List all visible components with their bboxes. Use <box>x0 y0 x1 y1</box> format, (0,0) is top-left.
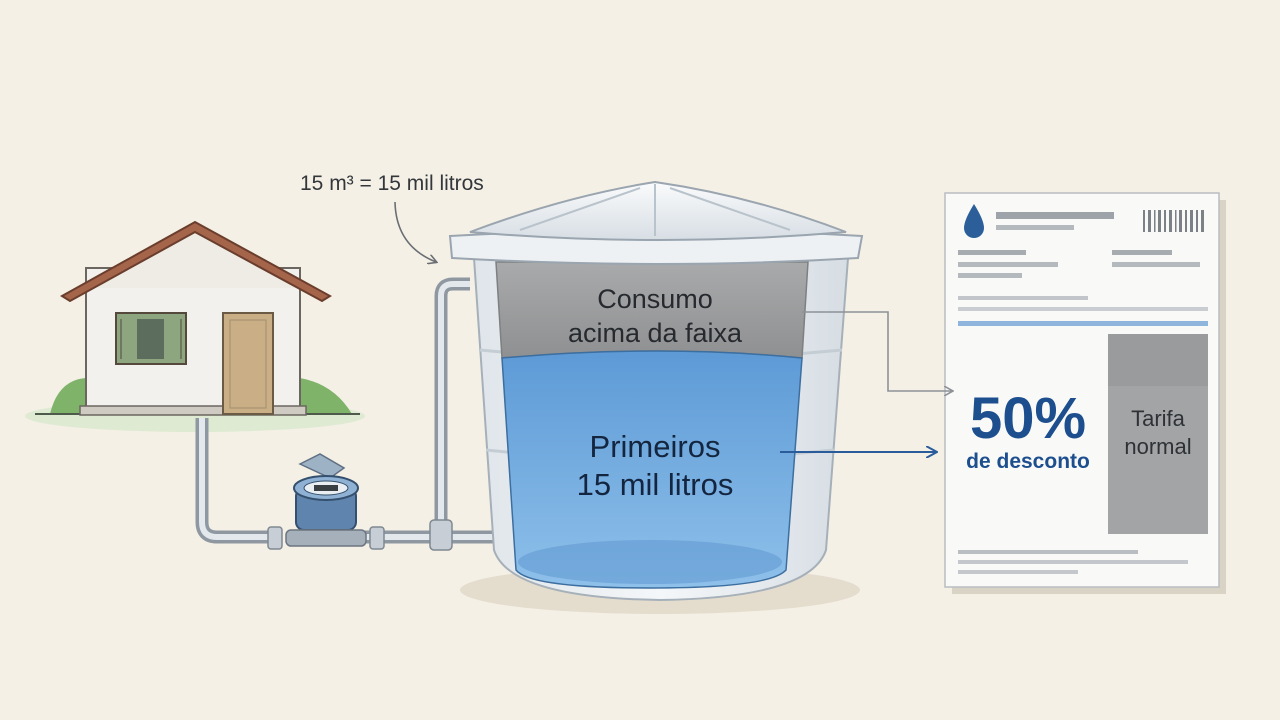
excess-zone-label: Consumo acima da faixa <box>500 282 810 350</box>
bush-right <box>300 378 352 414</box>
pipe-fitting <box>369 526 385 550</box>
barcode-icon <box>1143 210 1204 232</box>
normal-rate-line1: Tarifa <box>1131 406 1185 431</box>
water-zone-line2: 15 mil litros <box>576 467 734 502</box>
normal-rate-label: Tarifa normal <box>1108 405 1208 461</box>
water-zone-label: Primeiros 15 mil litros <box>500 428 810 504</box>
callout-arrow <box>394 201 436 262</box>
house-base <box>79 405 307 416</box>
excess-arrow <box>802 311 952 391</box>
discount-value: 50% <box>969 386 1087 451</box>
water-tank <box>448 180 864 614</box>
volume-callout-label: 15 m³ = 15 mil litros <box>300 172 484 195</box>
house-roof <box>60 220 332 303</box>
water-bottom <box>518 540 782 584</box>
water-bill <box>944 192 1226 594</box>
pipe-system <box>195 277 502 551</box>
pipe-house-to-meter <box>195 418 282 544</box>
pipe-fitting <box>267 526 283 550</box>
house-icon <box>25 220 365 432</box>
excess-zone-line2: acima da faixa <box>567 318 743 348</box>
water-meter-icon <box>285 453 367 547</box>
tank-lid <box>469 180 847 241</box>
water-zone <box>501 350 803 589</box>
normal-rate-line2: normal <box>1124 434 1192 459</box>
discount-label: de desconto <box>966 450 1090 473</box>
bush-left <box>50 378 86 414</box>
house-door <box>222 312 274 415</box>
house-gable <box>86 228 300 288</box>
water-zone-line1: Primeiros <box>589 429 721 464</box>
pipe-fitting <box>429 519 453 551</box>
water-drop-icon <box>964 204 984 238</box>
excess-zone-line1: Consumo <box>597 284 713 314</box>
house-window <box>115 312 187 365</box>
pipe-riser <box>434 277 470 537</box>
